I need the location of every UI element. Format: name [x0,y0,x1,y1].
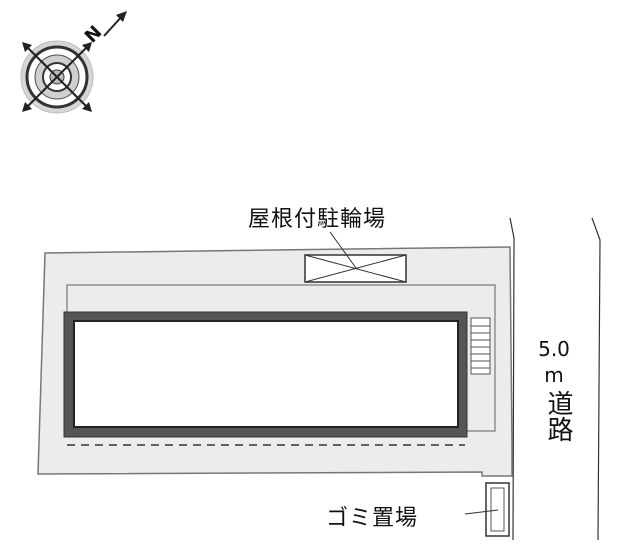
garbage-leader [464,509,499,515]
garbage-area-label: ゴミ置場 [326,506,419,531]
bike-parking-label: 屋根付駐輪場 [248,207,387,232]
bike-parking-box [304,254,407,283]
compass-icon [20,11,127,114]
garbage-area-box [485,482,510,537]
road-edge-left [509,217,515,541]
stairs-icon [470,317,491,375]
road-width-value: 5.0 [538,337,570,361]
bike-parking-leader [329,231,357,269]
road-edge-right [591,217,601,541]
garbage-area-inner [490,487,505,532]
road-width-unit: m [544,363,564,387]
building-interior [73,320,459,428]
road-label: 道路 [543,390,573,442]
